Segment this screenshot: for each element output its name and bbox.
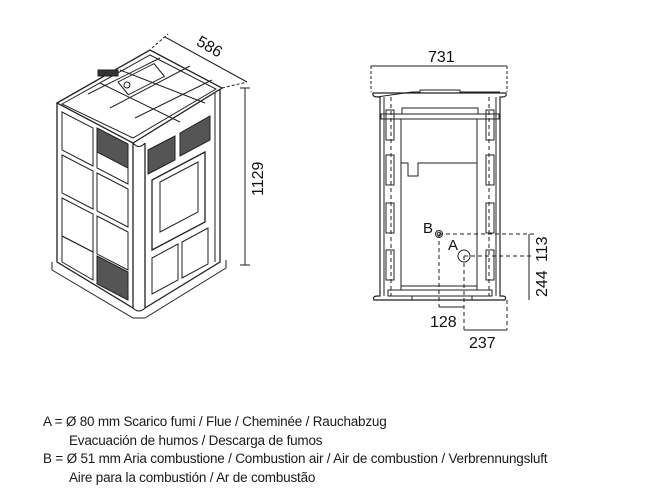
dim-b-height: 113 [534,236,551,262]
door-glass [159,161,199,233]
stove-isometric-view [51,33,250,319]
outlet-a-icon [457,249,471,263]
legend-a-line2: Evacuación de humos / Descarga de fumos [69,432,323,448]
control-panel-icon [97,69,119,77]
stove-door [151,150,206,252]
dim-a-offset: 237 [469,335,496,352]
stove-rear-view [370,65,534,331]
legend: A = Ø 80 mm Scarico fumi / Flue / Chemin… [43,413,548,487]
dim-b-offset: 128 [430,314,457,331]
depth-dimension: 586 [193,33,225,61]
label-a: A [448,237,458,254]
knob-icon [123,81,131,89]
legend-b-line1: B = Ø 51 mm Aria combustione / Combustio… [43,451,548,466]
height-dimension: 1129 [250,161,267,196]
legend-b-line2: Aire para la combustión / Ar de combustã… [69,469,316,485]
label-b: B [423,220,433,237]
legend-a-line1: A = Ø 80 mm Scarico fumi / Flue / Chemin… [43,414,387,429]
width-dimension: 731 [428,49,455,66]
dim-a-height: 244 [534,270,551,297]
